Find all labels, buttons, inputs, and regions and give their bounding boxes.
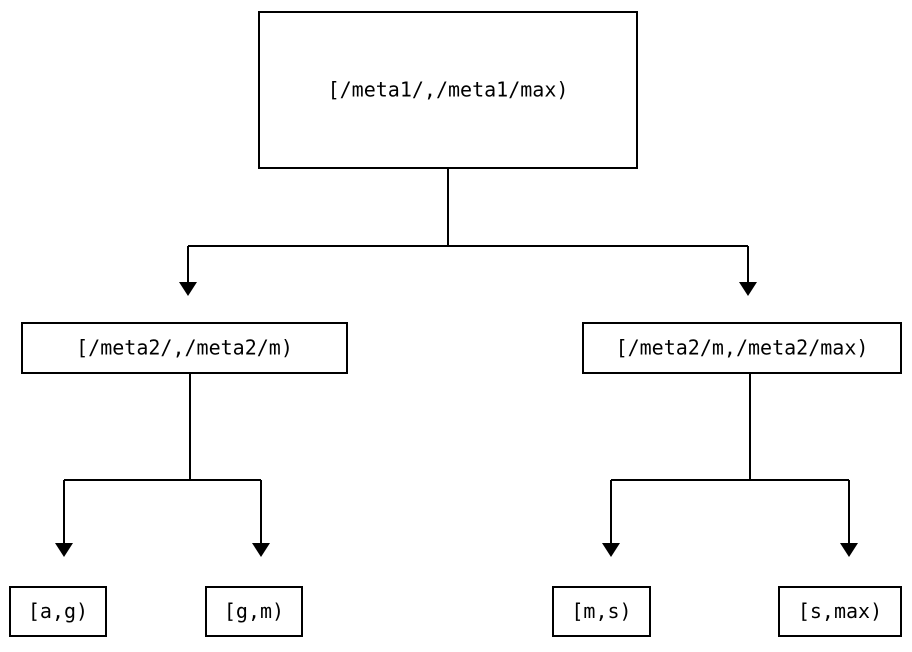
tree-node-leaf-ag[interactable]: [a,g) bbox=[9, 586, 107, 637]
edge-group-trunk-mid-right bbox=[602, 374, 858, 557]
node-label-leaf-ms: [m,s) bbox=[571, 599, 631, 623]
node-label-mid-right: [/meta2/m,/meta2/max) bbox=[616, 336, 869, 360]
edge-arrowhead bbox=[840, 543, 858, 557]
edge-arrowhead bbox=[739, 282, 757, 296]
tree-node-mid-right[interactable]: [/meta2/m,/meta2/max) bbox=[582, 322, 902, 374]
edge-arrowhead bbox=[179, 282, 197, 296]
edge-arrowhead bbox=[252, 543, 270, 557]
tree-node-mid-left[interactable]: [/meta2/,/meta2/m) bbox=[21, 322, 348, 374]
node-box-root[interactable] bbox=[258, 11, 638, 169]
edge-arrowhead bbox=[602, 543, 620, 557]
node-label-leaf-smax: [s,max) bbox=[798, 599, 882, 623]
node-box-mid-left[interactable] bbox=[21, 322, 348, 374]
node-box-mid-right[interactable] bbox=[582, 322, 902, 374]
node-box-leaf-ms[interactable] bbox=[552, 586, 651, 637]
tree-node-leaf-gm[interactable]: [g,m) bbox=[205, 586, 303, 637]
tree-node-leaf-smax[interactable]: [s,max) bbox=[778, 586, 902, 637]
node-label-mid-left: [/meta2/,/meta2/m) bbox=[76, 336, 293, 360]
tree-node-leaf-ms[interactable]: [m,s) bbox=[552, 586, 651, 637]
node-box-leaf-gm[interactable] bbox=[205, 586, 303, 637]
edge-group-trunk-mid-left bbox=[55, 374, 270, 557]
edge-arrowhead bbox=[55, 543, 73, 557]
node-label-root: [/meta1/,/meta1/max) bbox=[328, 78, 569, 102]
node-box-leaf-smax[interactable] bbox=[778, 586, 902, 637]
tree-node-root[interactable]: [/meta1/,/meta1/max) bbox=[258, 11, 638, 169]
nodes-layer: [/meta1/,/meta1/max) [/meta2/,/meta2/m) [/… bbox=[9, 11, 902, 637]
node-label-leaf-ag: [a,g) bbox=[28, 599, 88, 623]
edges-layer bbox=[55, 169, 858, 557]
edge-group-trunk-root bbox=[179, 169, 757, 296]
node-label-leaf-gm: [g,m) bbox=[224, 599, 284, 623]
node-box-leaf-ag[interactable] bbox=[9, 586, 107, 637]
